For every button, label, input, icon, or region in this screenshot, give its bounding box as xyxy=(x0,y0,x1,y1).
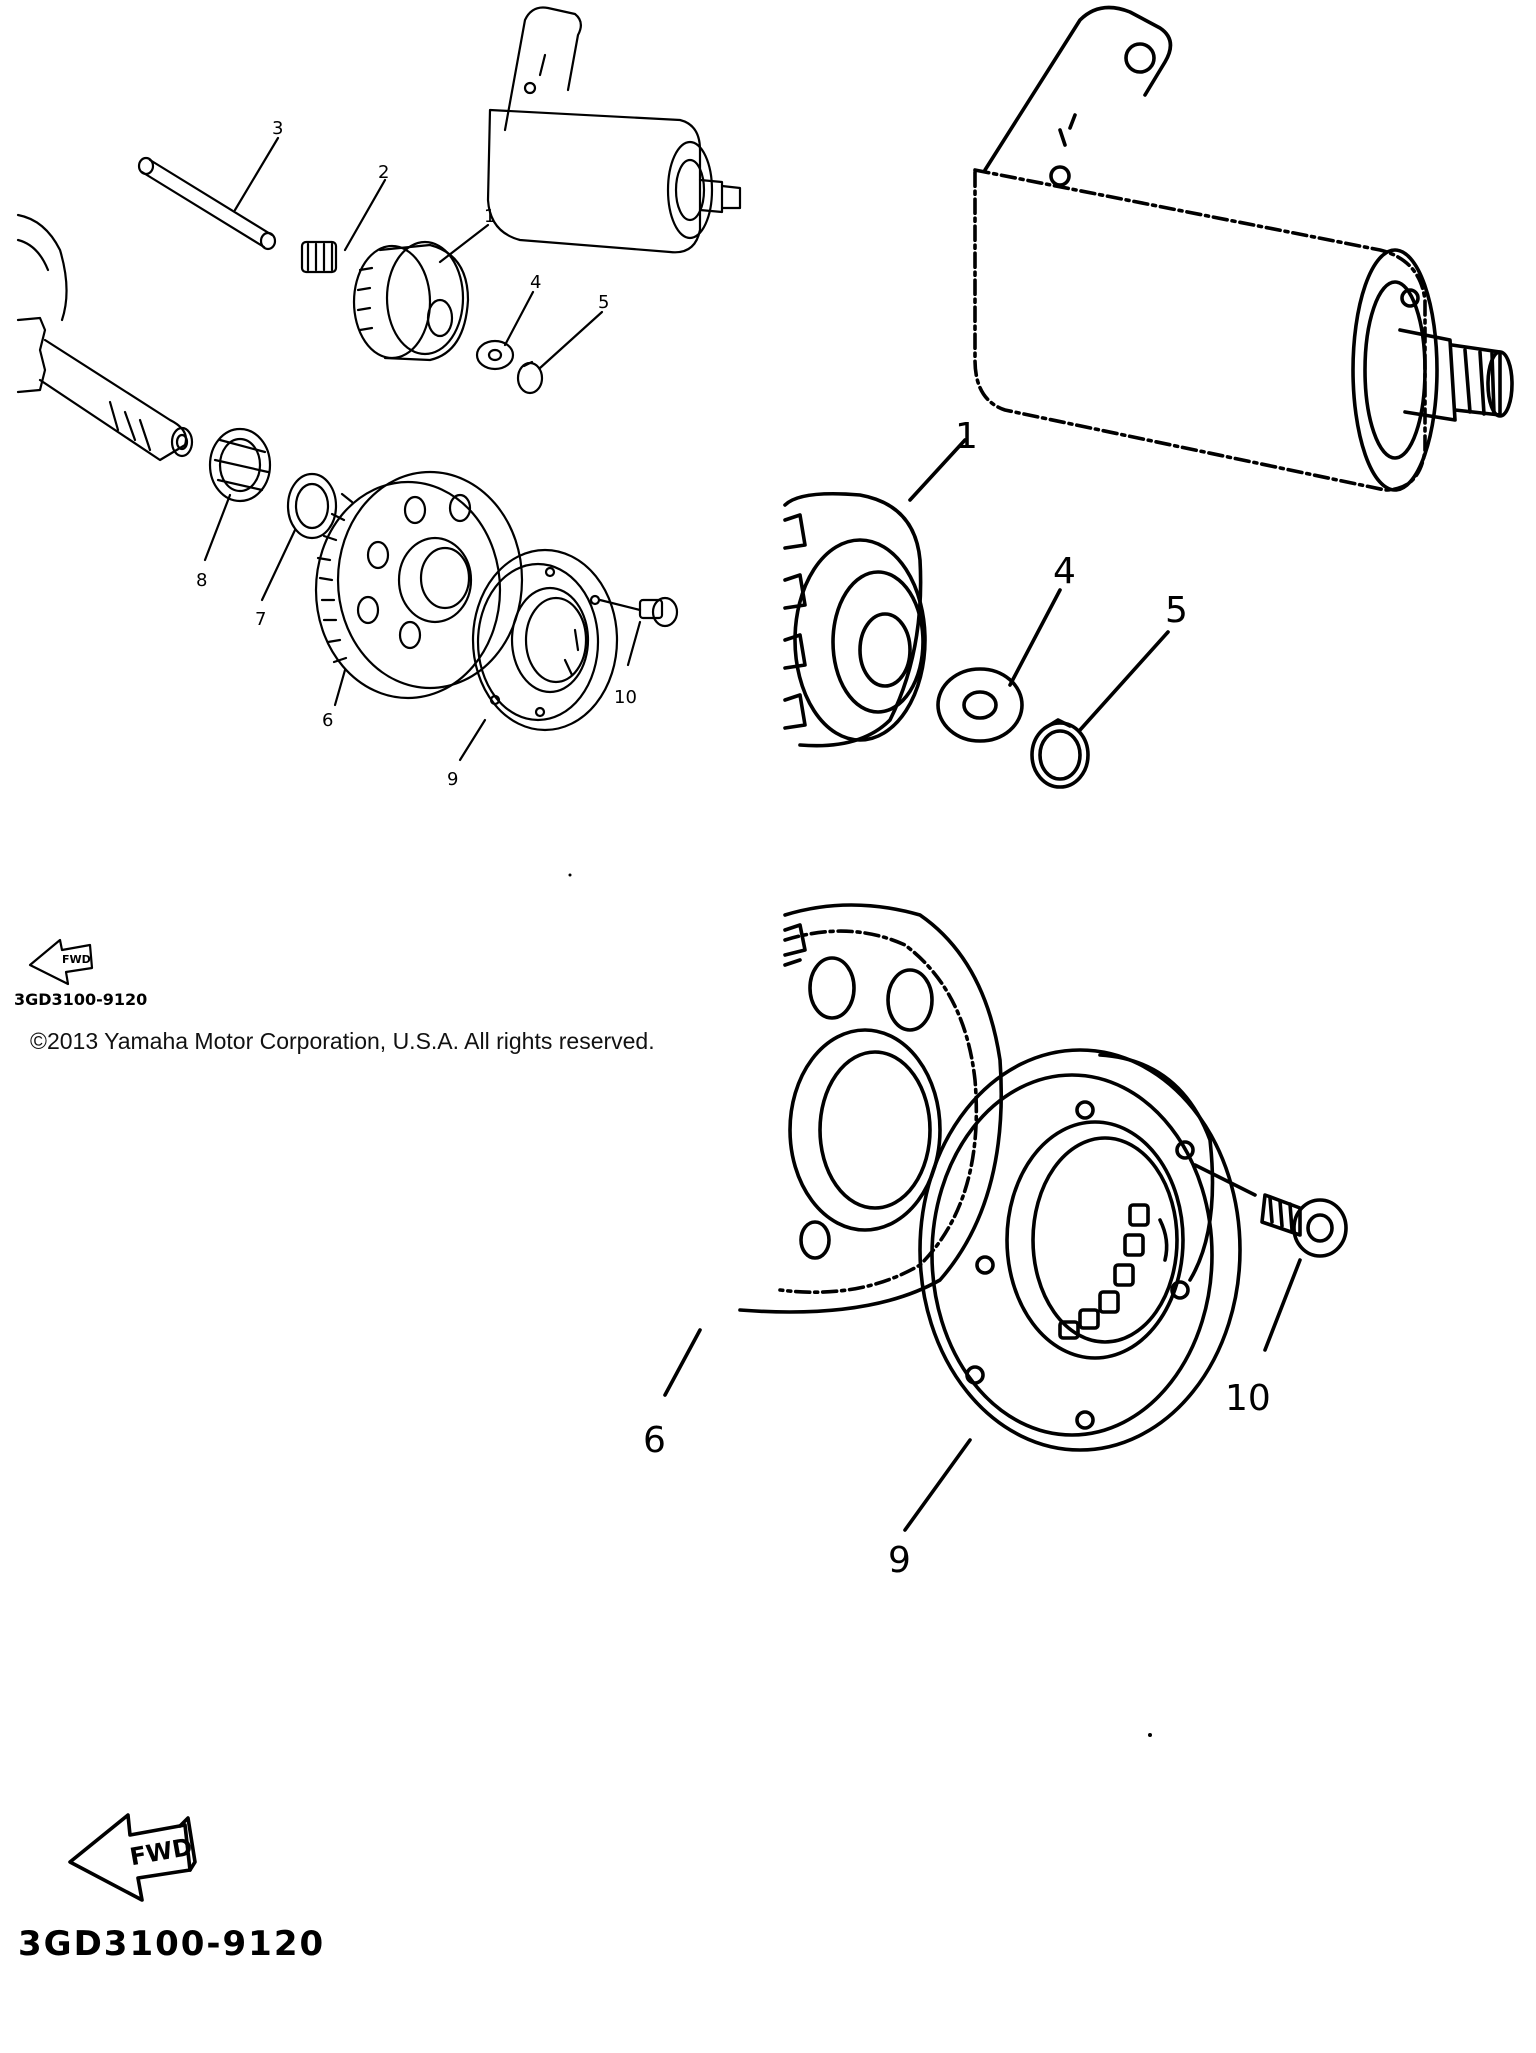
bolt-part-10-small xyxy=(598,596,679,628)
part-code-large: 3GD3100-9120 xyxy=(18,1924,325,1964)
gear-part-6-small xyxy=(314,470,524,700)
clutch-part-9-zoom xyxy=(918,1048,1242,1452)
callout-10-zoom: 10 xyxy=(1225,1378,1271,1419)
callout-5-small: 5 xyxy=(598,292,609,313)
leader-lines-zoom xyxy=(663,438,1302,1532)
callout-1-zoom: 1 xyxy=(955,416,978,457)
bearing-part-8 xyxy=(208,427,272,503)
callouts-zoom: 1 4 5 6 9 10 xyxy=(643,416,1271,1581)
clip-part-5-zoom xyxy=(1030,718,1090,789)
callout-6-small: 6 xyxy=(322,710,333,731)
gear-part-1-small xyxy=(352,240,470,362)
bolt-part-10-zoom xyxy=(1193,1163,1348,1258)
starter-motor-zoom xyxy=(973,5,1514,492)
callout-4-small: 4 xyxy=(530,272,541,293)
copyright-notice: ©2013 Yamaha Motor Corporation, U.S.A. A… xyxy=(30,1028,655,1054)
callout-8-small: 8 xyxy=(196,570,207,591)
fwd-arrow-small: FWD xyxy=(28,938,94,986)
callout-1-small: 1 xyxy=(484,206,495,227)
callout-9-small: 9 xyxy=(447,769,458,790)
part-code-small: 3GD3100-9120 xyxy=(14,990,147,1009)
callout-3-small: 3 xyxy=(272,118,283,139)
speck xyxy=(568,873,572,877)
fwd-label-small: FWD xyxy=(62,953,91,966)
gear-part-6-zoom xyxy=(738,903,1004,1314)
crankshaft xyxy=(16,213,194,462)
speck xyxy=(1148,1733,1152,1737)
callout-5-zoom: 5 xyxy=(1165,590,1188,631)
callout-2-small: 2 xyxy=(378,162,389,183)
gear-part-1-zoom xyxy=(783,491,927,748)
overview-diagram: 1 2 3 4 5 6 7 8 9 10 FWD 3GD3100-9120 xyxy=(14,6,742,1009)
clip-part-5-small xyxy=(516,360,544,395)
fwd-arrow-large: FWD xyxy=(68,1813,197,1902)
callout-6-zoom: 6 xyxy=(643,1420,666,1461)
callout-4-zoom: 4 xyxy=(1053,551,1076,592)
washer-part-4-small xyxy=(475,339,515,371)
shaft-part-3 xyxy=(137,156,277,251)
clutch-part-9-small xyxy=(471,548,619,732)
callout-7-small: 7 xyxy=(255,609,266,630)
starter-motor-small xyxy=(486,6,742,254)
bearing-part-2 xyxy=(300,240,338,274)
washer-part-4-zoom xyxy=(936,667,1024,743)
leader-lines-small xyxy=(203,136,642,762)
callouts-small: 1 2 3 4 5 6 7 8 9 10 xyxy=(196,118,637,790)
fwd-label-large: FWD xyxy=(128,1833,195,1871)
callout-9-zoom: 9 xyxy=(888,1540,911,1581)
callout-10-small: 10 xyxy=(614,687,637,708)
washer-part-7 xyxy=(286,472,338,540)
